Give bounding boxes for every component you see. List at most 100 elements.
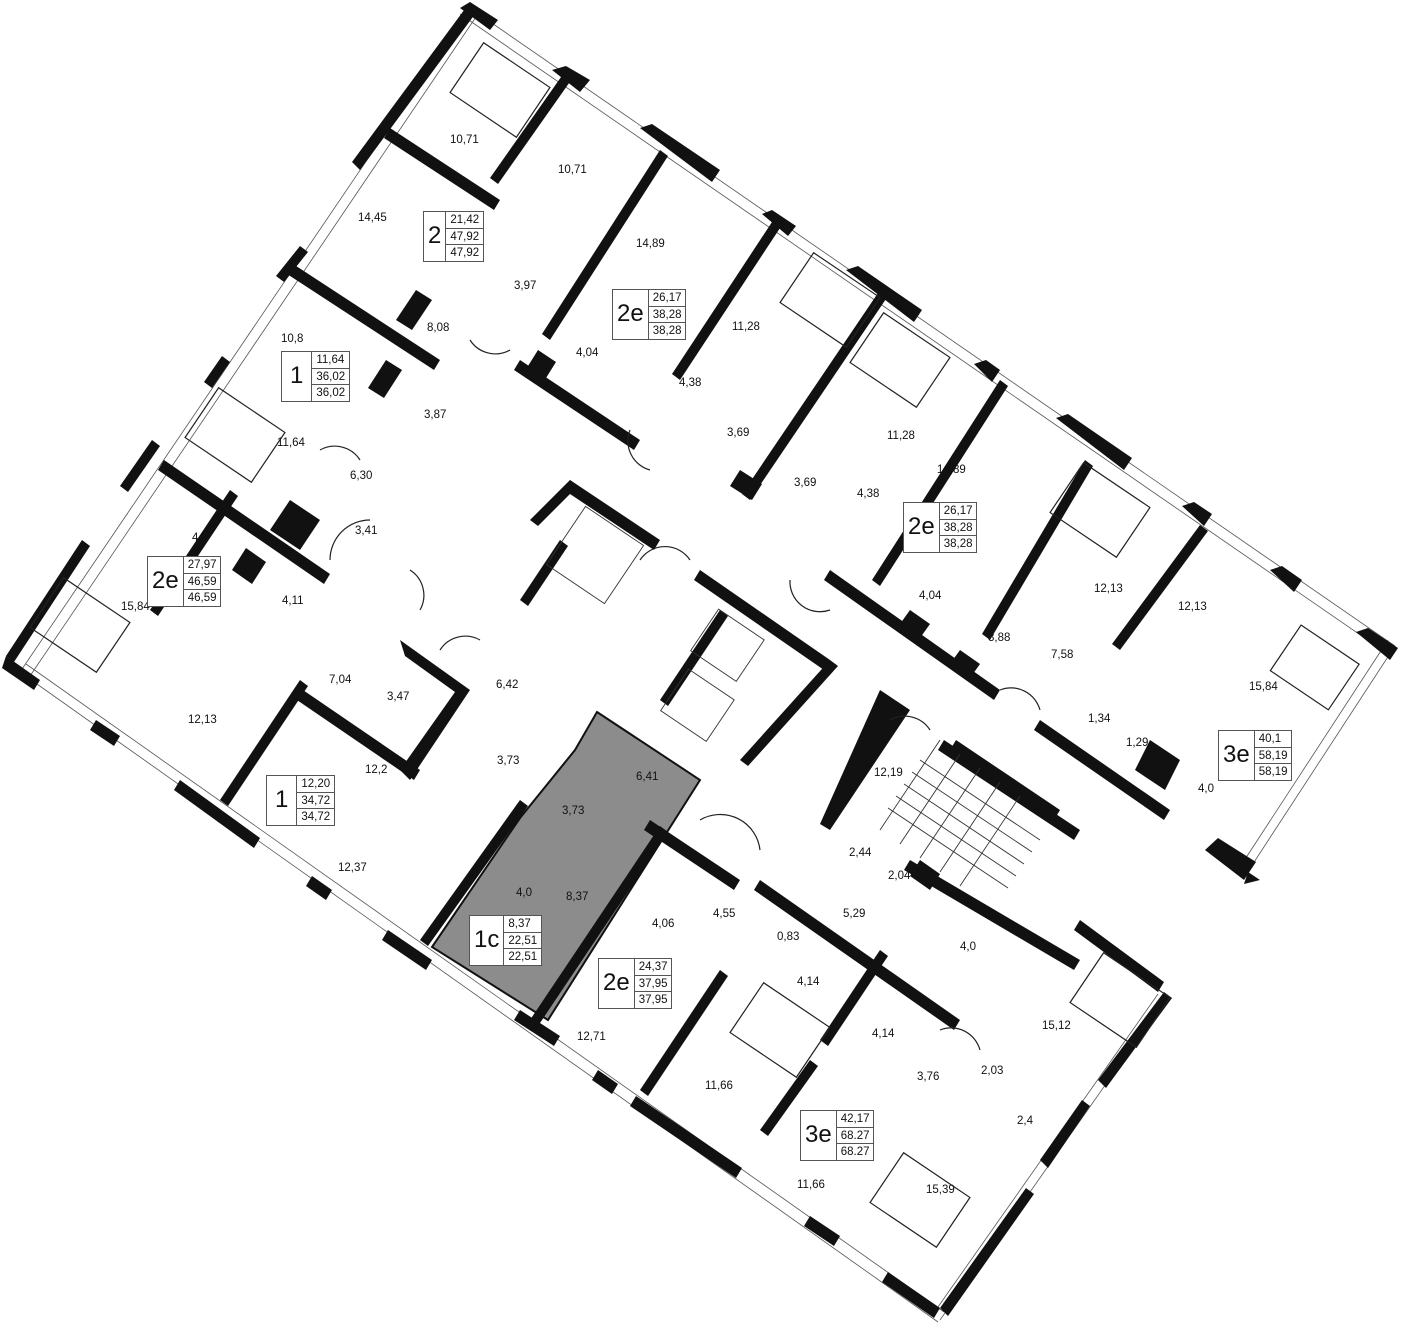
- total-area: 47,92: [446, 229, 484, 245]
- apartment-type: 2е: [152, 567, 179, 595]
- apartment-areas: 24,37 37,95 37,95: [633, 959, 672, 1008]
- room-area-label: 4,0: [1198, 783, 1214, 795]
- room-area-label: 3,69: [727, 427, 749, 439]
- apartment-areas: 40,1 58,19 58,19: [1253, 731, 1292, 780]
- room-area-label: 6,30: [350, 470, 372, 482]
- room-area-label: 4,14: [872, 1028, 895, 1040]
- total-area: 46,59: [183, 574, 221, 590]
- apartment-type: 2е: [603, 969, 630, 997]
- room-area-label: 4,06: [652, 918, 674, 930]
- apartment-card-2e-left[interactable]: 2е 27,97 46,59 46,59: [147, 556, 222, 607]
- room-area-label: 1,34: [1088, 713, 1111, 725]
- living-area: 12,20: [297, 776, 335, 793]
- apartment-areas: 11,64 36,02 36,02: [311, 352, 350, 401]
- total-area: 36,02: [312, 369, 350, 385]
- total-area-with-balcony: 58,19: [1258, 766, 1288, 778]
- apartment-card-2e-top[interactable]: 2е 26,17 38,28 38,28: [612, 289, 687, 340]
- room-area-label: 4,11: [282, 595, 304, 607]
- room-area-label: 12,2: [365, 764, 387, 776]
- room-area-label: 4,38: [857, 488, 879, 500]
- room-area-label: 12,71: [577, 1031, 606, 1043]
- room-area-label: 2,03: [981, 1065, 1003, 1077]
- room-area-label: 10,71: [450, 134, 479, 146]
- room-area-label: 8,08: [427, 322, 449, 334]
- room-area-label: 3,69: [794, 477, 816, 489]
- room-area-label: 12,13: [1094, 583, 1123, 595]
- total-area-with-balcony: 68.27: [840, 1146, 870, 1158]
- apartment-card-2e-bottom[interactable]: 2е 24,37 37,95 37,95: [598, 958, 673, 1009]
- room-area-label: 11,66: [797, 1179, 825, 1191]
- apartment-areas: 26,17 38,28 38,28: [938, 503, 977, 552]
- room-area-label: 11,66: [705, 1080, 733, 1092]
- apartment-card-3e-right[interactable]: 3е 40,1 58,19 58,19: [1218, 730, 1293, 781]
- total-area-with-balcony: 36,02: [316, 387, 346, 399]
- apartment-areas: 8,37 22,51 22,51: [503, 916, 542, 965]
- apartment-card-2[interactable]: 2 21,42 47,92 47,92: [423, 211, 485, 262]
- apartment-card-1c[interactable]: 1с 8,37 22,51 22,51: [469, 915, 543, 966]
- total-area: 22,51: [504, 933, 542, 949]
- total-area-with-balcony: 38,28: [652, 325, 682, 337]
- room-area-label: 12,19: [874, 767, 903, 779]
- apartment-type: 1: [275, 786, 289, 814]
- total-area: 38,28: [939, 520, 977, 536]
- interior-walls: [150, 70, 1208, 1136]
- apartment-card-2e-right[interactable]: 2е 26,17 38,28 38,28: [903, 502, 978, 553]
- room-area-label: 5,29: [843, 908, 865, 920]
- room-area-label: 2,04: [888, 870, 911, 882]
- total-area-with-balcony: 34,72: [301, 811, 331, 823]
- room-area-label: 8,37: [566, 891, 588, 903]
- room-area-label: 3,41: [355, 525, 377, 537]
- room-area-label: 6,41: [636, 771, 658, 783]
- room-area-label: 3,73: [562, 805, 584, 817]
- living-area: 26,17: [939, 503, 977, 520]
- room-area-label: 15,39: [926, 1184, 955, 1196]
- room-area-label: 11,28: [887, 430, 915, 442]
- room-area-label: 3,97: [514, 280, 536, 292]
- room-area-label: 15,84: [1249, 681, 1278, 693]
- room-area-label: 14,89: [636, 238, 665, 250]
- living-area: 26,17: [648, 290, 686, 307]
- room-area-label: 15,84: [121, 601, 150, 613]
- apartment-type: 1с: [474, 926, 500, 954]
- room-area-label: 4,55: [713, 908, 735, 920]
- living-area: 27,97: [183, 557, 221, 574]
- room-area-label: 12,13: [188, 714, 217, 726]
- total-area: 68.27: [836, 1128, 874, 1144]
- apartment-card-1-left[interactable]: 1 11,64 36,02 36,02: [281, 351, 351, 402]
- apartment-areas: 21,42 47,92 47,92: [445, 212, 484, 261]
- apartment-areas: 42,17 68.27 68.27: [835, 1111, 874, 1160]
- apartment-card-1-lower[interactable]: 1 12,20 34,72 34,72: [266, 775, 336, 826]
- room-area-label: 3,76: [917, 1071, 939, 1083]
- room-area-label: 7,58: [1051, 649, 1073, 661]
- living-area: 8,37: [504, 916, 542, 933]
- apartment-type: 2е: [617, 300, 644, 328]
- total-area: 37,95: [634, 976, 672, 992]
- room-area-label: 14,89: [937, 464, 966, 476]
- living-area: 40,1: [1254, 731, 1292, 748]
- room-area-label: 15,12: [1042, 1020, 1071, 1032]
- apartment-type: 3е: [805, 1121, 832, 1149]
- room-area-label: 4,0: [516, 887, 532, 899]
- apartment-areas: 12,20 34,72 34,72: [296, 776, 335, 825]
- facade-glazing: [19, 7, 1396, 1323]
- room-area-label: 4,04: [576, 347, 599, 359]
- furniture-outlines: [29, 41, 1360, 1249]
- room-area-label: 11,64: [277, 437, 306, 449]
- apartment-type: 3е: [1223, 741, 1250, 769]
- total-area: 38,28: [648, 307, 686, 323]
- apartment-card-3e-bottom[interactable]: 3е 42,17 68.27 68.27: [800, 1110, 875, 1161]
- total-area: 58,19: [1254, 748, 1292, 764]
- room-area-label: 4,0: [192, 532, 208, 544]
- apartment-areas: 26,17 38,28 38,28: [647, 290, 686, 339]
- room-area-label: 4,0: [960, 941, 976, 953]
- room-area-label: 10,71: [558, 164, 587, 176]
- room-area-label: 2,44: [849, 847, 872, 859]
- living-area: 24,37: [634, 959, 672, 976]
- room-area-label: 10,8: [281, 333, 303, 345]
- total-area-with-balcony: 46,59: [187, 592, 217, 604]
- room-area-label: 1,29: [1126, 737, 1148, 749]
- total-area: 34,72: [297, 793, 335, 809]
- room-area-label: 7,04: [329, 674, 352, 686]
